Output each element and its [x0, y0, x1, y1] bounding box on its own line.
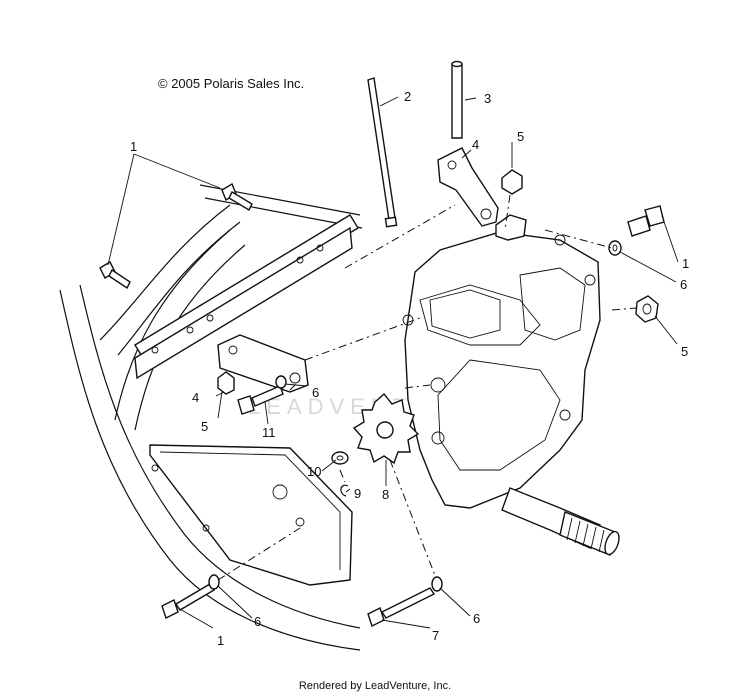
washer-6-mid: [275, 375, 287, 389]
callout-3: 3: [484, 91, 491, 106]
washer-6-right: [608, 240, 622, 256]
callout-8: 8: [382, 487, 389, 502]
bolt-1-bottom: [161, 583, 215, 619]
callout-6-bottom-right: 6: [473, 611, 480, 626]
callout-1-right: 1: [682, 256, 689, 271]
callout-9: 9: [354, 486, 361, 501]
callout-4-left: 4: [192, 390, 199, 405]
nut-5-top: [501, 169, 523, 195]
support-rail: [134, 214, 359, 380]
callouts: 1 2 3 4 5 1 6 5 4 5 6 11 10 9 8 1 6 7 6: [130, 89, 689, 648]
bolt-7: [367, 587, 436, 627]
washer-6-bottom-left: [208, 574, 220, 590]
sprocket-8: [352, 392, 420, 465]
bolt-1-lower: [99, 261, 131, 290]
bolt-11: [237, 385, 284, 415]
callout-1-top: 1: [130, 139, 137, 154]
callout-6-right: 6: [680, 277, 687, 292]
nut-5-left: [217, 371, 235, 395]
nut-5-right: [635, 295, 659, 323]
callout-5-left: 5: [201, 419, 208, 434]
callout-6-mid: 6: [312, 385, 319, 400]
output-shaft: [501, 487, 620, 556]
callout-1-bottom: 1: [217, 633, 224, 648]
callout-5-top: 5: [517, 129, 524, 144]
clip-9: [340, 484, 349, 497]
bolt-1-upper: [221, 182, 253, 211]
pin-3: [451, 60, 463, 139]
bracket-lower: [217, 334, 309, 393]
gearcase-housing: [402, 214, 601, 509]
washer-10: [331, 451, 349, 465]
callout-2: 2: [404, 89, 411, 104]
callout-10: 10: [307, 464, 321, 479]
bracket-top: [437, 147, 499, 227]
bolt-1-right: [627, 205, 665, 237]
washer-6-bottom-right: [431, 576, 443, 592]
footer-credit: Rendered by LeadVenture, Inc.: [298, 680, 452, 692]
bolt-2: [367, 77, 398, 228]
callout-4-top: 4: [472, 137, 479, 152]
callout-11: 11: [262, 425, 276, 440]
callout-7: 7: [432, 628, 439, 643]
mounting-plate: [149, 444, 353, 586]
copyright-text: © 2005 Polaris Sales Inc.: [158, 76, 305, 91]
callout-5-right: 5: [681, 344, 688, 359]
leader-lines: [107, 96, 679, 629]
callout-6-bottom-left: 6: [254, 614, 261, 629]
